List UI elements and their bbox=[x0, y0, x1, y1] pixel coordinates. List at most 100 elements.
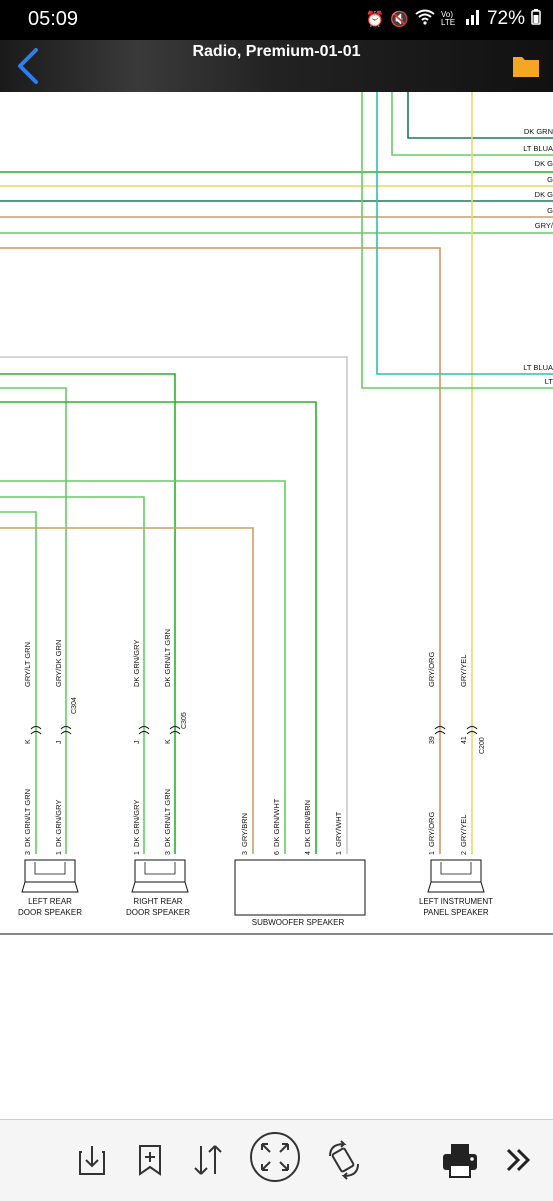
speaker-coil bbox=[144, 862, 176, 875]
subwoofer-speaker-box bbox=[234, 859, 366, 916]
speaker-body bbox=[24, 859, 76, 883]
component-caption: SUBWOOFER SPEAKER bbox=[252, 918, 345, 927]
wire-gry-lt-grn bbox=[0, 511, 37, 854]
left-instrument-panel-speaker bbox=[427, 859, 485, 893]
wire-label-lower: DK GRN/LT GRN bbox=[23, 789, 32, 847]
connector-label-c304: C304 bbox=[71, 697, 78, 714]
wire-dk-grn-upper bbox=[407, 92, 553, 139]
mute-icon: 🔇 bbox=[390, 11, 409, 28]
component-caption: LEFT REAR bbox=[28, 897, 72, 906]
wire-lt-blu-upper bbox=[391, 92, 553, 156]
connector-label-c305: C305 bbox=[181, 712, 188, 729]
speaker-base bbox=[427, 881, 485, 893]
battery-percent: 72% bbox=[486, 8, 525, 29]
more-chevrons-icon bbox=[506, 1148, 531, 1172]
wire-label-upper: GRY/DK GRN bbox=[54, 640, 63, 687]
wire-gry-wht bbox=[0, 356, 348, 854]
wire-label-upper: GRY/YEL bbox=[459, 655, 468, 687]
wire-label-lower: DK GRN/GRY bbox=[132, 800, 141, 847]
speaker-pin-label: 3 bbox=[242, 851, 249, 855]
lte-label: Vo) LTE bbox=[440, 10, 456, 27]
wire-label-upper: GRY/ORG bbox=[427, 652, 436, 687]
wire-dk-grn-gry-r bbox=[0, 496, 145, 854]
fullscreen-button[interactable] bbox=[248, 1130, 302, 1184]
right-edge-label: DK G bbox=[535, 190, 553, 199]
back-chevron-icon bbox=[18, 48, 38, 84]
wifi-icon bbox=[415, 9, 435, 29]
speaker-body bbox=[134, 859, 186, 883]
wire-label-lower: DK GRN/BRN bbox=[303, 800, 312, 847]
speaker-coil bbox=[34, 862, 66, 875]
save-download-button[interactable] bbox=[70, 1138, 114, 1182]
connector-pin-label: 41 bbox=[461, 736, 468, 744]
connector-mark bbox=[30, 726, 42, 735]
connector-mark bbox=[466, 726, 478, 735]
speaker-pin-label: 1 bbox=[336, 851, 343, 855]
wire-gry-dk-grn bbox=[0, 387, 67, 854]
back-button[interactable] bbox=[12, 46, 48, 86]
more-button[interactable] bbox=[496, 1138, 540, 1182]
connector-label-c200: C200 bbox=[479, 737, 486, 754]
right-edge-label: GRY/ bbox=[535, 221, 553, 230]
wire-dk-grn-brn bbox=[0, 401, 317, 854]
speaker-base bbox=[21, 881, 79, 893]
components-layer bbox=[0, 726, 553, 935]
connector-pin-label: 39 bbox=[429, 736, 436, 744]
wire-label-lower: GRY/YEL bbox=[459, 815, 468, 847]
speaker-pin-label: 1 bbox=[134, 851, 141, 855]
component-caption: RIGHT REAR bbox=[133, 897, 182, 906]
speaker-pin-label: 6 bbox=[274, 851, 281, 855]
bookmark-add-icon bbox=[139, 1145, 161, 1176]
bookmark-add-button[interactable] bbox=[128, 1138, 172, 1182]
right-edge-label: G bbox=[547, 206, 553, 215]
page-title: Radio, Premium-01-01 bbox=[192, 43, 361, 60]
speaker-pin-label: 3 bbox=[165, 851, 172, 855]
print-button[interactable] bbox=[438, 1138, 482, 1182]
status-time: 05:09 bbox=[28, 8, 79, 30]
speaker-pin-label: 1 bbox=[429, 851, 436, 855]
folder-button[interactable] bbox=[509, 48, 543, 82]
wire-label-lower: DK GRN/GRY bbox=[54, 800, 63, 847]
wire-label-lower: GRY/ORG bbox=[427, 812, 436, 847]
bottom-toolbar bbox=[0, 1119, 553, 1201]
speaker-pin-label: 3 bbox=[25, 851, 32, 855]
save-download-icon bbox=[79, 1146, 105, 1175]
speaker-base bbox=[131, 881, 189, 893]
connector-mark bbox=[434, 726, 446, 735]
fullscreen-icon bbox=[250, 1132, 300, 1182]
wire-lt-lower bbox=[361, 92, 553, 389]
sort-icon bbox=[194, 1145, 222, 1175]
right-edge-label: LT BLUA bbox=[523, 363, 553, 372]
status-icons: ⏰ 🔇 Vo) LTE 72% bbox=[366, 8, 541, 30]
left-rear-door-speaker bbox=[21, 859, 79, 893]
speaker-pin-label: 4 bbox=[305, 851, 312, 855]
battery-icon bbox=[531, 9, 541, 29]
right-edge-label: DK G bbox=[535, 159, 553, 168]
connector-pin-label: K bbox=[25, 739, 32, 744]
folder-icon bbox=[513, 57, 539, 77]
wire-gry-org bbox=[0, 247, 441, 854]
sort-button[interactable] bbox=[186, 1138, 230, 1182]
connector-pin-label: J bbox=[134, 741, 141, 745]
speaker-body bbox=[430, 859, 482, 883]
wire-label-lower: DK GRN/WHT bbox=[272, 798, 281, 847]
wires-layer bbox=[0, 92, 553, 854]
wire-gry-brn bbox=[0, 527, 254, 854]
connector-pin-label: K bbox=[165, 739, 172, 744]
rotate-button[interactable] bbox=[322, 1138, 366, 1182]
component-caption: PANEL SPEAKER bbox=[423, 908, 489, 917]
speaker-pin-label: 1 bbox=[56, 851, 63, 855]
right-edge-label: DK GRN bbox=[524, 127, 553, 136]
rotate-icon bbox=[329, 1140, 359, 1180]
signal-icon bbox=[465, 9, 481, 29]
wire-label-lower: GRY/BRN bbox=[240, 813, 249, 847]
right-edge-label: LT bbox=[545, 377, 553, 386]
wire-lt-blu-lower bbox=[376, 92, 553, 375]
connector-mark bbox=[60, 726, 72, 735]
status-bar: 05:09 ⏰ 🔇 Vo) LTE 72% bbox=[0, 0, 553, 40]
wire-dk-grn-lt-grn-r bbox=[0, 373, 176, 854]
component-caption: LEFT INSTRUMENT bbox=[419, 897, 493, 906]
right-edge-label: G bbox=[547, 175, 553, 184]
right-rear-door-speaker bbox=[131, 859, 189, 893]
